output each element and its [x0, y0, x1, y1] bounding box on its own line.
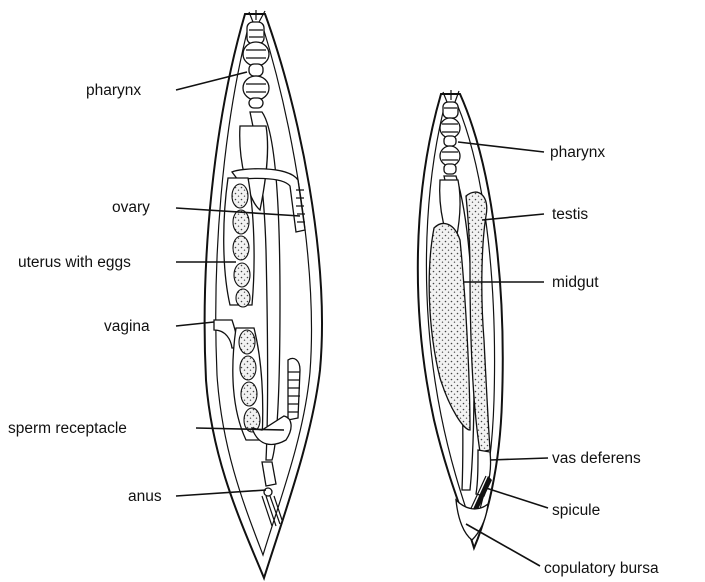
label-male-pharynx: pharynx — [550, 144, 605, 161]
label-female-vagina: vagina — [104, 318, 150, 335]
label-female-ovary: ovary — [112, 199, 150, 216]
female-uterus-eggs — [224, 178, 254, 307]
male-worm — [418, 90, 503, 548]
label-female-pharynx: pharynx — [86, 82, 141, 99]
female-anus — [264, 488, 272, 496]
leader-female-anus — [176, 490, 266, 496]
female-labels: pharynx ovary uterus with eggs vagina sp… — [8, 82, 162, 505]
female-tail-muscles — [262, 496, 282, 526]
male-pharynx — [440, 102, 460, 174]
label-male-midgut: midgut — [552, 274, 599, 291]
label-female-uterus: uterus with eggs — [18, 254, 131, 271]
label-male-testis: testis — [552, 206, 588, 223]
female-rectum — [262, 462, 276, 486]
leader-male-bursa — [466, 524, 540, 566]
female-vagina — [214, 320, 237, 348]
leader-male-testis — [482, 214, 544, 220]
label-female-sperm-receptacle: sperm receptacle — [8, 420, 127, 437]
label-male-spicule: spicule — [552, 502, 600, 519]
female-mouth-bristles — [249, 10, 265, 22]
label-female-anus: anus — [128, 488, 162, 505]
female-ovary-lower — [288, 358, 300, 420]
label-male-vas-deferens: vas deferens — [552, 450, 641, 467]
leader-male-spicule — [486, 488, 548, 508]
male-labels: pharynx testis midgut vas deferens spicu… — [544, 144, 659, 577]
leader-female-vagina — [176, 322, 214, 326]
leader-male-vas-deferens — [490, 458, 548, 460]
label-male-bursa: copulatory bursa — [544, 560, 659, 577]
male-mouth-bristles — [443, 90, 459, 102]
female-uterus-eggs-lower — [233, 328, 263, 440]
